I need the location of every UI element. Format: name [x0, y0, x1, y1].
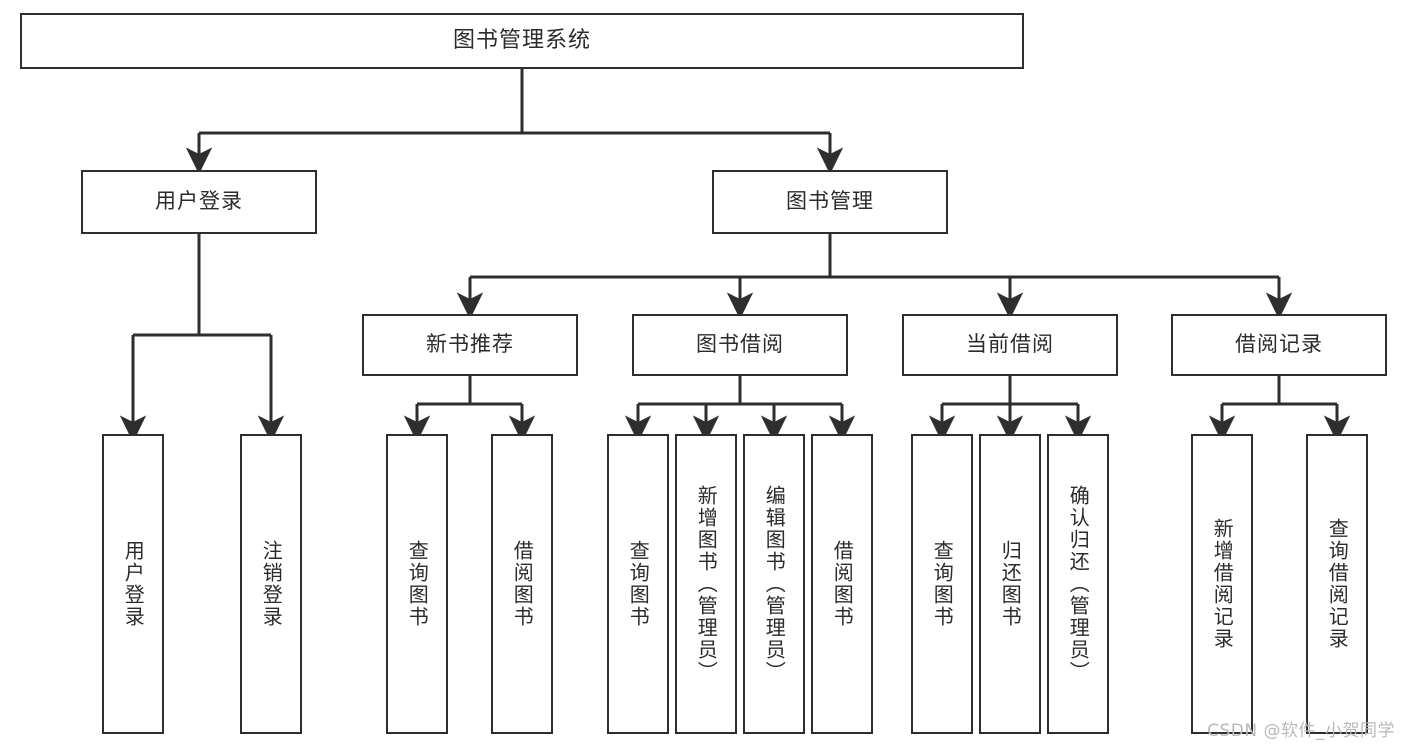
node-label: 图书管理	[786, 189, 874, 214]
node-label: 确认归还（管理员）	[1066, 485, 1091, 683]
leaf-borrow-book-borrow[interactable]: 借阅图书	[811, 434, 873, 734]
node-user-login[interactable]: 用户登录	[81, 170, 317, 234]
node-root-book-management-system[interactable]: 图书管理系统	[20, 13, 1024, 69]
node-book-management[interactable]: 图书管理	[712, 170, 948, 234]
leaf-add-book-admin[interactable]: 新增图书（管理员）	[675, 434, 737, 734]
node-new-book-recommend[interactable]: 新书推荐	[362, 314, 578, 376]
node-label: 借阅记录	[1235, 332, 1323, 357]
leaf-logout-login[interactable]: 注销登录	[240, 434, 302, 734]
node-label: 归还图书	[998, 540, 1023, 628]
node-label: 查询图书	[626, 540, 651, 628]
leaf-add-borrow-record[interactable]: 新增借阅记录	[1191, 434, 1253, 734]
node-current-borrow[interactable]: 当前借阅	[902, 314, 1118, 376]
node-label: 借阅图书	[510, 540, 535, 628]
node-borrow-record[interactable]: 借阅记录	[1171, 314, 1387, 376]
node-label: 查询图书	[405, 540, 430, 628]
node-label: 图书管理系统	[452, 27, 591, 53]
node-label: 借阅图书	[830, 540, 855, 628]
node-label: 用户登录	[121, 540, 146, 628]
leaf-borrow-book-recommend[interactable]: 借阅图书	[491, 434, 553, 734]
node-label: 新书推荐	[426, 332, 514, 357]
leaf-edit-book-admin[interactable]: 编辑图书（管理员）	[743, 434, 805, 734]
node-label: 查询借阅记录	[1325, 518, 1350, 650]
node-label: 新增图书（管理员）	[694, 485, 719, 683]
node-label: 新增借阅记录	[1210, 518, 1235, 650]
csdn-watermark: CSDN @软件_小贺同学	[1207, 721, 1395, 741]
node-label: 编辑图书（管理员）	[762, 485, 787, 683]
leaf-query-book-recommend[interactable]: 查询图书	[386, 434, 448, 734]
node-label: 查询图书	[930, 540, 955, 628]
leaf-query-book-borrow[interactable]: 查询图书	[607, 434, 669, 734]
node-label: 用户登录	[155, 189, 243, 214]
leaf-return-book[interactable]: 归还图书	[979, 434, 1041, 734]
node-label: 注销登录	[259, 540, 284, 628]
leaf-query-book-current[interactable]: 查询图书	[911, 434, 973, 734]
leaf-query-borrow-record[interactable]: 查询借阅记录	[1306, 434, 1368, 734]
leaf-user-login[interactable]: 用户登录	[102, 434, 164, 734]
node-label: 当前借阅	[966, 332, 1054, 357]
node-label: 图书借阅	[696, 332, 784, 357]
leaf-confirm-return-admin[interactable]: 确认归还（管理员）	[1047, 434, 1109, 734]
node-book-borrow[interactable]: 图书借阅	[632, 314, 848, 376]
